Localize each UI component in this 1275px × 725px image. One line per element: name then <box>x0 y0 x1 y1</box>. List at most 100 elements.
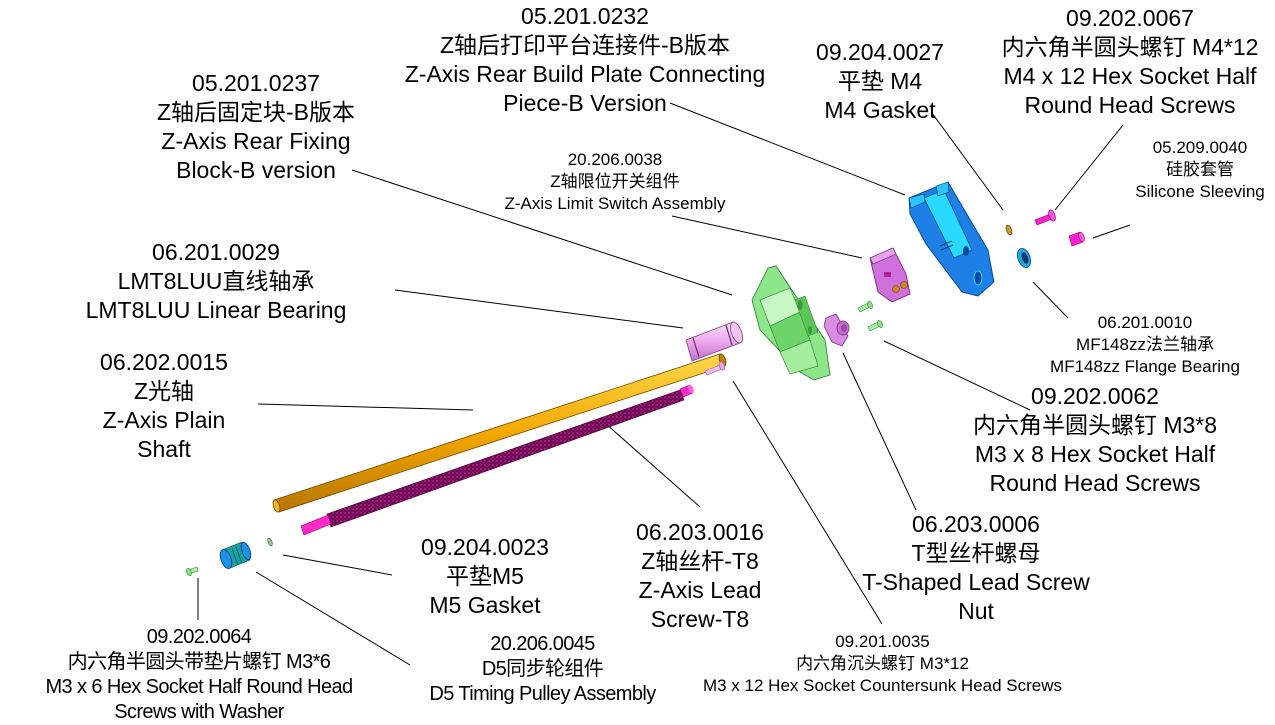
leader-line-p10 <box>883 340 1031 411</box>
part-name-en: Piece-B Version <box>503 90 667 116</box>
m4-gasket-part <box>1005 224 1013 236</box>
part-code: 20.206.0045 <box>490 633 595 655</box>
part-code: 09.204.0023 <box>421 534 549 560</box>
part-name-en: Z-Axis Limit Switch Assembly <box>504 194 726 213</box>
leader-line-p5 <box>671 215 863 259</box>
part-code: 20.206.0038 <box>567 150 663 169</box>
part-name-zh: Z轴后固定块-B版本 <box>156 99 356 125</box>
part-name-en: M3 x 8 Hex Socket Half <box>974 441 1216 467</box>
m5-gasket-part <box>267 537 273 547</box>
part-code: 06.203.0006 <box>912 511 1040 537</box>
leader-line-p2 <box>931 112 1004 211</box>
part-code: 09.202.0064 <box>146 626 252 648</box>
linear-bearing-part <box>685 321 743 362</box>
m3x6-screw-part <box>186 566 199 577</box>
part-name-zh: Z轴后打印平台连接件-B版本 <box>439 32 731 58</box>
part-label-p12: 06.203.0006 T型丝杆螺母 T-Shaped Lead Screw N… <box>846 510 1106 626</box>
leader-line-p4 <box>351 169 733 296</box>
leader-line-p8 <box>1032 281 1069 319</box>
countersunk-screw-part <box>704 361 726 376</box>
part-name-zh: Z光轴 <box>133 378 195 404</box>
part-code: 06.201.0010 <box>1097 313 1193 332</box>
part-label-p7: 06.201.0029 LMT8LUU直线轴承 LMT8LUU Linear B… <box>66 238 366 325</box>
part-name-zh: T型丝杆螺母 <box>911 540 1041 566</box>
part-name-zh: 平垫M5 <box>446 563 524 589</box>
part-label-p8: 06.201.0010 MF148zz法兰轴承 MF148zz Flange B… <box>1030 312 1260 378</box>
leader-line-p6 <box>1092 224 1131 239</box>
part-name-en: M5 Gasket <box>429 592 541 618</box>
part-name-zh: 平垫 M4 <box>837 68 923 94</box>
leader-line-p1 <box>669 102 906 196</box>
leader-line-p12 <box>842 352 917 511</box>
part-label-p4: 05.201.0237 Z轴后固定块-B版本 Z-Axis Rear Fixin… <box>136 69 376 185</box>
part-code: 05.201.0232 <box>521 3 649 29</box>
part-code: 09.204.0027 <box>816 39 944 65</box>
part-name-en: Nut <box>958 598 994 624</box>
leader-line-p11 <box>604 422 701 508</box>
leader-line-p16 <box>732 380 883 625</box>
part-code: 09.201.0035 <box>835 632 930 651</box>
leader-lines <box>197 102 1131 666</box>
limit-switch-part <box>869 247 911 303</box>
part-name-en: M4 Gasket <box>824 97 936 123</box>
lead-screw-nut-part <box>823 313 850 347</box>
part-name-zh: D5同步轮组件 <box>481 658 604 680</box>
part-label-p15: 20.206.0045 D5同步轮组件 D5 Timing Pulley Ass… <box>405 632 680 707</box>
part-name-en: Screws with Washer <box>114 701 284 723</box>
part-code: 05.209.0040 <box>1152 138 1248 157</box>
part-name-en: Z-Axis Plain <box>102 407 226 433</box>
part-code: 06.201.0029 <box>152 239 280 265</box>
leader-line-p9 <box>257 403 474 411</box>
part-label-p6: 05.209.0040 硅胶套管 Silicone Sleeving <box>1120 137 1275 203</box>
part-name-en: Silicone Sleeving <box>1135 182 1265 201</box>
flange-bearing-part <box>1017 247 1031 269</box>
part-label-p14: 09.202.0064 内六角半圆头带垫片螺钉 M3*6 M3 x 6 Hex … <box>10 625 388 725</box>
part-name-en: Z-Axis Rear Build Plate Connecting <box>404 61 766 87</box>
part-label-p10: 09.202.0062 内六角半圆头螺钉 M3*8 M3 x 8 Hex Soc… <box>955 382 1235 498</box>
part-name-zh: Z轴限位开关组件 <box>550 172 680 191</box>
fixing-block-part <box>908 181 995 297</box>
leader-line-p13 <box>282 554 393 576</box>
part-label-p5: 20.206.0038 Z轴限位开关组件 Z-Axis Limit Switch… <box>480 149 750 215</box>
part-name-zh: 内六角半圆头螺钉 M3*8 <box>972 412 1218 438</box>
part-code: 09.202.0062 <box>1031 383 1159 409</box>
part-name-zh: 内六角半圆头带垫片螺钉 M3*6 <box>67 651 331 673</box>
part-name-zh: LMT8LUU直线轴承 <box>117 268 315 294</box>
part-label-p13: 09.204.0023 平垫M5 M5 Gasket <box>400 533 570 620</box>
part-name-en: M3 x 12 Hex Socket Countersunk Head Scre… <box>702 676 1063 695</box>
part-name-en: Z-Axis Rear Fixing <box>161 128 351 154</box>
leader-line-p3 <box>1054 124 1124 211</box>
part-name-zh: MF148zz法兰轴承 <box>1076 335 1214 354</box>
part-name-zh: 内六角沉头螺钉 M3*12 <box>796 654 969 673</box>
silicone-sleeving-part <box>1068 231 1085 247</box>
part-name-en: Block-B version <box>176 157 336 183</box>
part-label-p9: 06.202.0015 Z光轴 Z-Axis Plain Shaft <box>74 348 254 464</box>
part-name-en: Z-Axis Lead <box>638 577 762 603</box>
part-code: 09.202.0067 <box>1066 5 1194 31</box>
part-name-en: LMT8LUU Linear Bearing <box>85 297 347 323</box>
part-label-p1: 05.201.0232 Z轴后打印平台连接件-B版本 Z-Axis Rear B… <box>385 2 785 118</box>
part-label-p2: 09.204.0027 平垫 M4 M4 Gasket <box>800 38 960 125</box>
part-name-en: MF148zz Flange Bearing <box>1050 357 1240 376</box>
m4x12-screw-part <box>1034 209 1056 226</box>
part-label-p11: 06.203.0016 Z轴丝杆-T8 Z-Axis Lead Screw-T8 <box>610 518 790 634</box>
part-code: 05.201.0237 <box>192 70 320 96</box>
timing-pulley-part <box>219 541 252 569</box>
part-name-en: M4 x 12 Hex Socket Half <box>1003 63 1257 89</box>
part-code: 06.203.0016 <box>636 519 764 545</box>
connecting-piece-part <box>751 265 831 381</box>
part-code: 06.202.0015 <box>100 349 228 375</box>
part-label-p3: 09.202.0067 内六角半圆头螺钉 M4*12 M4 x 12 Hex S… <box>980 4 1275 120</box>
part-name-en: Shaft <box>137 436 191 462</box>
part-name-zh: 硅胶套管 <box>1166 160 1234 179</box>
part-name-en: Round Head Screws <box>1024 92 1236 118</box>
leader-line-p7 <box>394 289 684 329</box>
part-name-en: D5 Timing Pulley Assembly <box>429 683 656 705</box>
part-name-en: Round Head Screws <box>989 470 1201 496</box>
part-name-en: M3 x 6 Hex Socket Half Round Head <box>45 676 353 698</box>
part-name-en: T-Shaped Lead Screw <box>862 569 1090 595</box>
leader-line-p15 <box>255 571 411 666</box>
m3x8-screws-part <box>857 301 883 332</box>
part-name-zh: 内六角半圆头螺钉 M4*12 <box>1001 34 1259 60</box>
